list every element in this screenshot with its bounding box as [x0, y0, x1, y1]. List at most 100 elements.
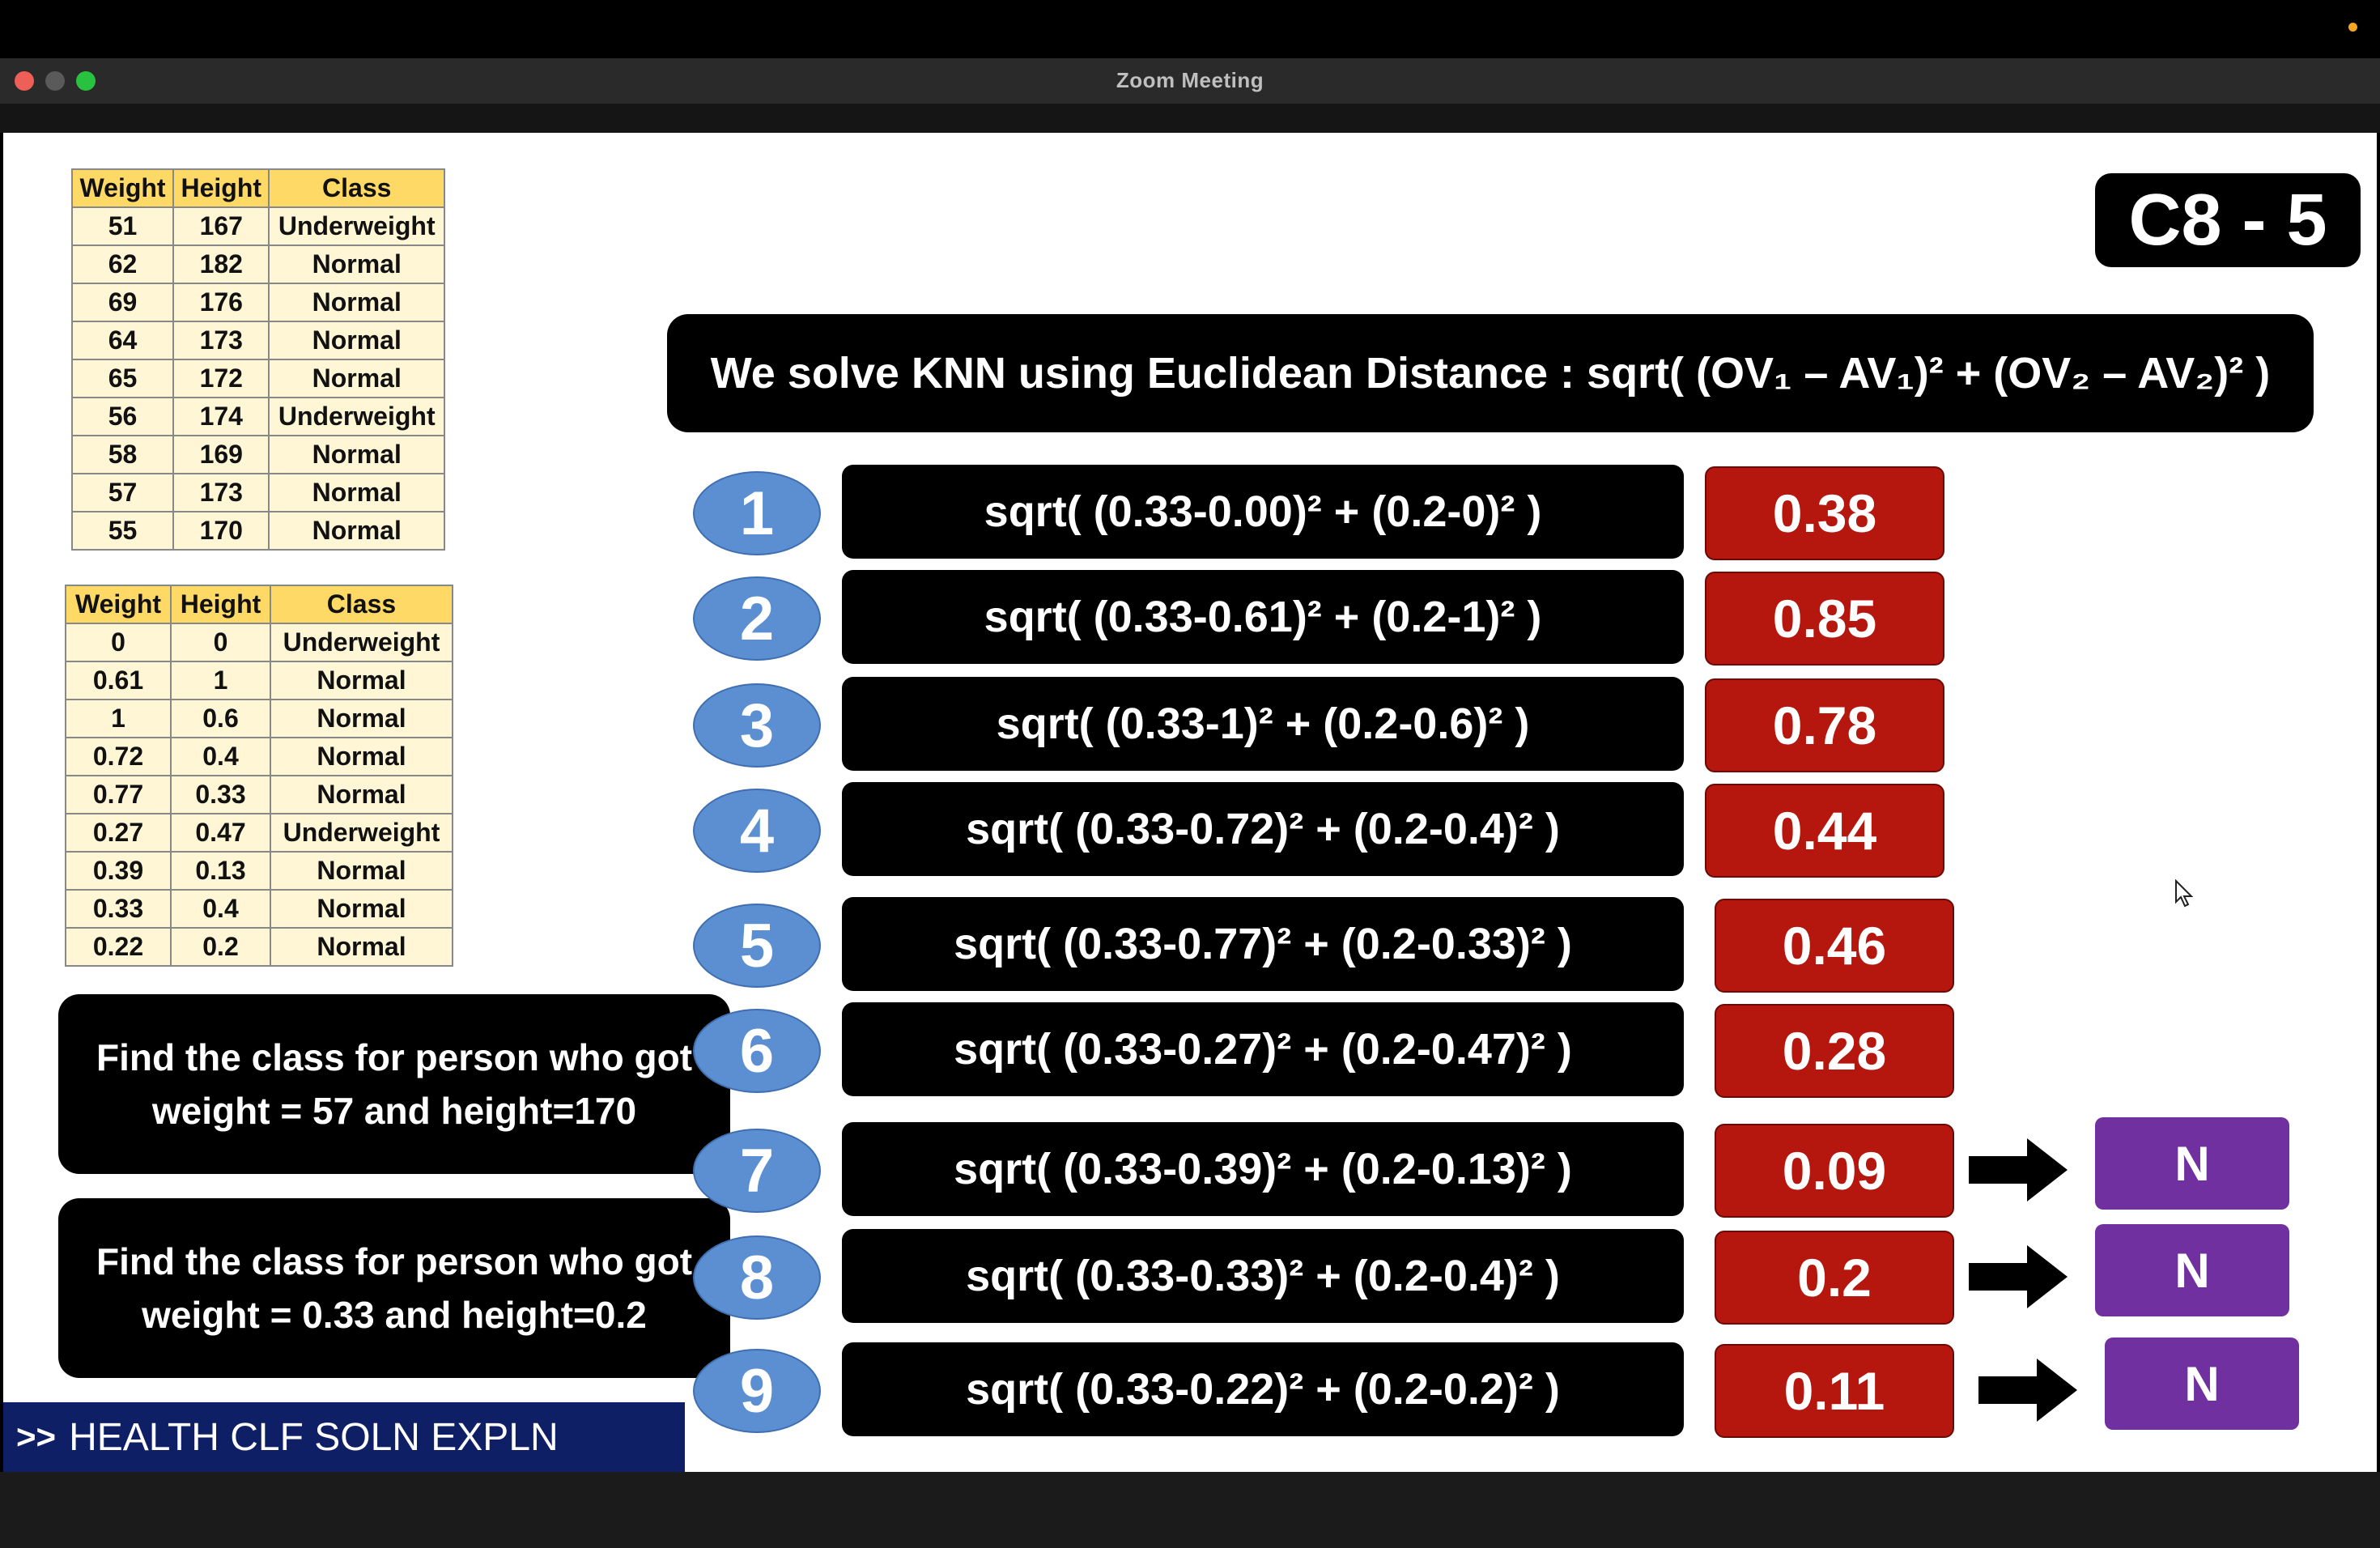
- cell-height: 169: [172, 435, 270, 474]
- distance-formula-8: sqrt( (0.33-0.33)² + (0.2-0.4)² ): [842, 1229, 1684, 1323]
- euclidean-distance-heading: We solve KNN using Euclidean Distance : …: [667, 314, 2314, 432]
- meeting-toolbar-strip: [0, 104, 2380, 133]
- step-number-5: 5: [693, 904, 821, 988]
- cell-class: Underweight: [269, 623, 454, 662]
- step-number-4: 4: [693, 789, 821, 873]
- table-header-row: Weight Height Class: [64, 585, 454, 624]
- recording-indicator-dot: [2348, 23, 2357, 32]
- table-header-row: Weight Height Class: [70, 168, 445, 208]
- question-prompt-normalized: Find the class for person who got weight…: [58, 1198, 730, 1378]
- banner-title: HEALTH CLF SOLN EXPLN: [69, 1415, 559, 1459]
- cell-weight: 0.77: [64, 775, 172, 814]
- cell-class: Normal: [269, 737, 454, 776]
- banner-prefix: >>: [16, 1418, 57, 1456]
- distance-formula-2: sqrt( (0.33-0.61)² + (0.2-1)² ): [842, 570, 1684, 664]
- cell-height: 0: [170, 623, 271, 662]
- distance-formula-5: sqrt( (0.33-0.77)² + (0.2-0.33)² ): [842, 897, 1684, 991]
- mouse-pointer-icon: [2175, 879, 2194, 908]
- distance-result-2: 0.85: [1705, 572, 1944, 666]
- close-window-button[interactable]: [15, 71, 34, 91]
- column-header-height: Height: [172, 168, 270, 208]
- cell-weight: 0.61: [64, 661, 172, 700]
- distance-formula-1: sqrt( (0.33-0.00)² + (0.2-0)² ): [842, 465, 1684, 559]
- column-header-weight: Weight: [64, 585, 172, 624]
- cell-weight: 55: [70, 511, 175, 551]
- cell-height: 176: [172, 283, 270, 322]
- window-title-bar: Zoom Meeting: [0, 58, 2380, 104]
- cell-weight: 1: [64, 699, 172, 738]
- step-number-2: 2: [693, 576, 821, 661]
- cell-height: 174: [172, 397, 270, 436]
- distance-result-1: 0.38: [1705, 466, 1944, 560]
- arrow-right-icon: [1969, 1138, 2068, 1201]
- cell-height: 0.4: [170, 737, 271, 776]
- distance-result-4: 0.44: [1705, 784, 1944, 878]
- cell-weight: 0.33: [64, 889, 172, 929]
- cell-weight: 0.39: [64, 851, 172, 891]
- cell-height: 173: [172, 473, 270, 512]
- cell-class: Normal: [268, 435, 445, 474]
- screen-top-bar: [0, 0, 2380, 58]
- step-number-1: 1: [693, 471, 821, 555]
- arrow-right-icon: [1969, 1245, 2068, 1308]
- column-header-weight: Weight: [70, 168, 175, 208]
- cell-class: Underweight: [268, 397, 445, 436]
- distance-result-5: 0.46: [1715, 899, 1954, 993]
- cell-weight: 58: [70, 435, 175, 474]
- cell-weight: 0: [64, 623, 172, 662]
- cell-height: 0.47: [170, 813, 271, 853]
- distance-formula-9: sqrt( (0.33-0.22)² + (0.2-0.2)² ): [842, 1342, 1684, 1436]
- cell-height: 170: [172, 511, 270, 551]
- cell-class: Normal: [269, 661, 454, 700]
- lesson-banner: >> HEALTH CLF SOLN EXPLN: [3, 1402, 685, 1472]
- cell-class: Normal: [269, 699, 454, 738]
- step-number-9: 9: [693, 1349, 821, 1433]
- column-header-class: Class: [269, 585, 454, 624]
- cell-height: 182: [172, 245, 270, 284]
- cell-class: Normal: [268, 511, 445, 551]
- cell-height: 0.6: [170, 699, 271, 738]
- distance-result-3: 0.78: [1705, 678, 1944, 772]
- nearest-neighbor-class-8: N: [2095, 1224, 2289, 1316]
- cell-class: Normal: [269, 775, 454, 814]
- minimize-window-button[interactable]: [45, 71, 65, 91]
- nearest-neighbor-class-7: N: [2095, 1117, 2289, 1210]
- distance-formula-6: sqrt( (0.33-0.27)² + (0.2-0.47)² ): [842, 1002, 1684, 1096]
- cell-weight: 57: [70, 473, 175, 512]
- distance-formula-3: sqrt( (0.33-1)² + (0.2-0.6)² ): [842, 677, 1684, 771]
- cell-class: Normal: [269, 927, 454, 967]
- arrow-right-icon: [1978, 1359, 2077, 1422]
- nearest-neighbor-class-9: N: [2105, 1337, 2299, 1430]
- cell-height: 0.33: [170, 775, 271, 814]
- cell-weight: 0.22: [64, 927, 172, 967]
- maximize-window-button[interactable]: [76, 71, 96, 91]
- cell-weight: 56: [70, 397, 175, 436]
- cell-height: 1: [170, 661, 271, 700]
- cell-weight: 69: [70, 283, 175, 322]
- cell-height: 0.2: [170, 927, 271, 967]
- cell-class: Underweight: [268, 206, 445, 246]
- cell-height: 173: [172, 321, 270, 360]
- step-number-8: 8: [693, 1235, 821, 1320]
- distance-result-9: 0.11: [1715, 1344, 1954, 1438]
- step-number-7: 7: [693, 1129, 821, 1213]
- column-header-height: Height: [170, 585, 271, 624]
- column-header-class: Class: [268, 168, 445, 208]
- cell-weight: 0.72: [64, 737, 172, 776]
